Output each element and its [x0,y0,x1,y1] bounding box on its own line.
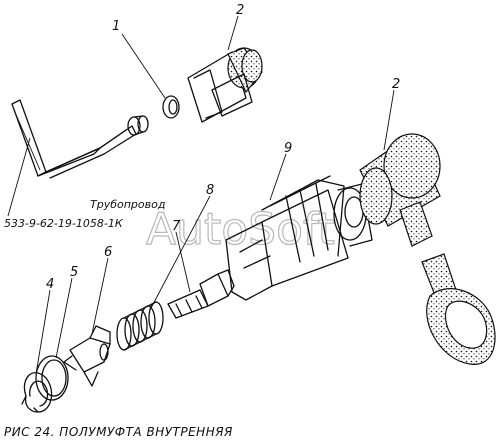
tube-leader-line [7,137,31,217]
part-5-o-ring [35,355,69,401]
callout-2a: 2 [236,3,244,18]
leader-5 [55,277,73,359]
callout-8: 8 [206,183,214,198]
callout-7: 7 [172,219,181,234]
part-8-spring [116,301,164,351]
part-4-snap-ring [21,372,53,413]
part-9-inner-coupling [225,175,373,301]
figure-caption: РИС 24. ПОЛУМУФТА ВНУТРЕННЯЯ [4,425,233,439]
part-2-felt-disc [359,133,496,365]
leader-7 [175,231,191,293]
callout-4: 4 [46,277,54,292]
tube-title: Трубопровод [90,198,165,211]
leader-9 [269,153,287,201]
part-7-pin [167,269,235,319]
part-1-ring [162,95,180,119]
leader-6 [91,257,109,335]
leader-2a [227,15,239,51]
callout-1: 1 [112,19,120,34]
leader-8 [149,195,211,311]
leader-4 [35,289,51,375]
callout-2b: 2 [392,77,400,92]
watermark-text: AutoSoft [146,204,335,255]
tube-code: 533-9-62-19-1058-1К [4,217,124,230]
part-6-valve [63,325,111,387]
tube-pipeline [11,99,149,179]
callout-6: 6 [104,245,112,260]
part-2-small-coupling [187,47,263,123]
leader-1 [121,33,166,99]
leader-2b [383,89,395,151]
callout-5: 5 [70,265,78,280]
callout-9: 9 [284,141,292,156]
